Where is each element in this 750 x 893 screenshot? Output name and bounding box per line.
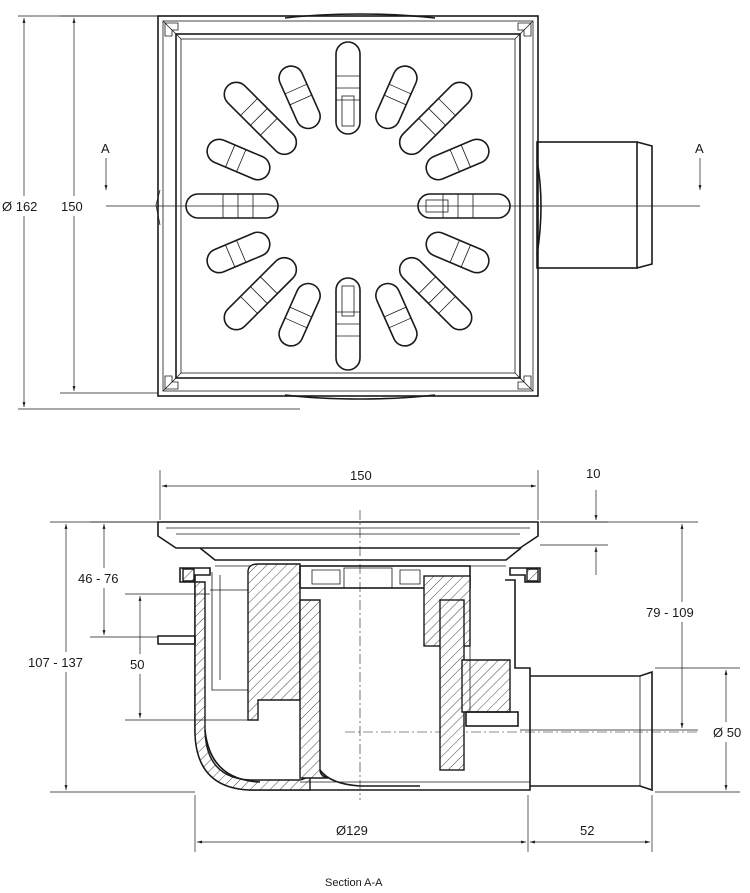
dim-seal: 50 xyxy=(130,657,144,672)
dim-rim: 10 xyxy=(586,466,600,481)
section-mark-right: A xyxy=(695,141,704,156)
dim-range-total: 107 - 137 xyxy=(28,655,83,670)
trap-insert xyxy=(247,563,519,787)
clamp-ring-left xyxy=(179,567,211,583)
outlet-pipe-section xyxy=(530,670,653,792)
dim-body-diameter: Ø129 xyxy=(336,823,368,838)
dim-top-width: 150 xyxy=(350,468,372,483)
dim-diameter-outer: Ø 162 xyxy=(2,199,37,214)
dim-width: 150 xyxy=(61,199,83,214)
section-mark-left: A xyxy=(101,141,110,156)
grate-section xyxy=(157,521,539,567)
section-caption: Section A-A xyxy=(325,877,383,889)
dim-outlet-length: 52 xyxy=(580,823,594,838)
clamp-ring-right xyxy=(509,567,541,583)
dim-range-2: 79 - 109 xyxy=(646,605,694,620)
outlet-pipe-top xyxy=(536,141,653,269)
top-view: A A Ø 162 150 xyxy=(0,13,704,410)
section-view: 150 10 46 - 76 107 - 137 50 79 - 109 xyxy=(26,466,750,889)
dim-outlet-diameter: Ø 50 xyxy=(713,725,741,740)
dim-range-1: 46 - 76 xyxy=(78,571,118,586)
